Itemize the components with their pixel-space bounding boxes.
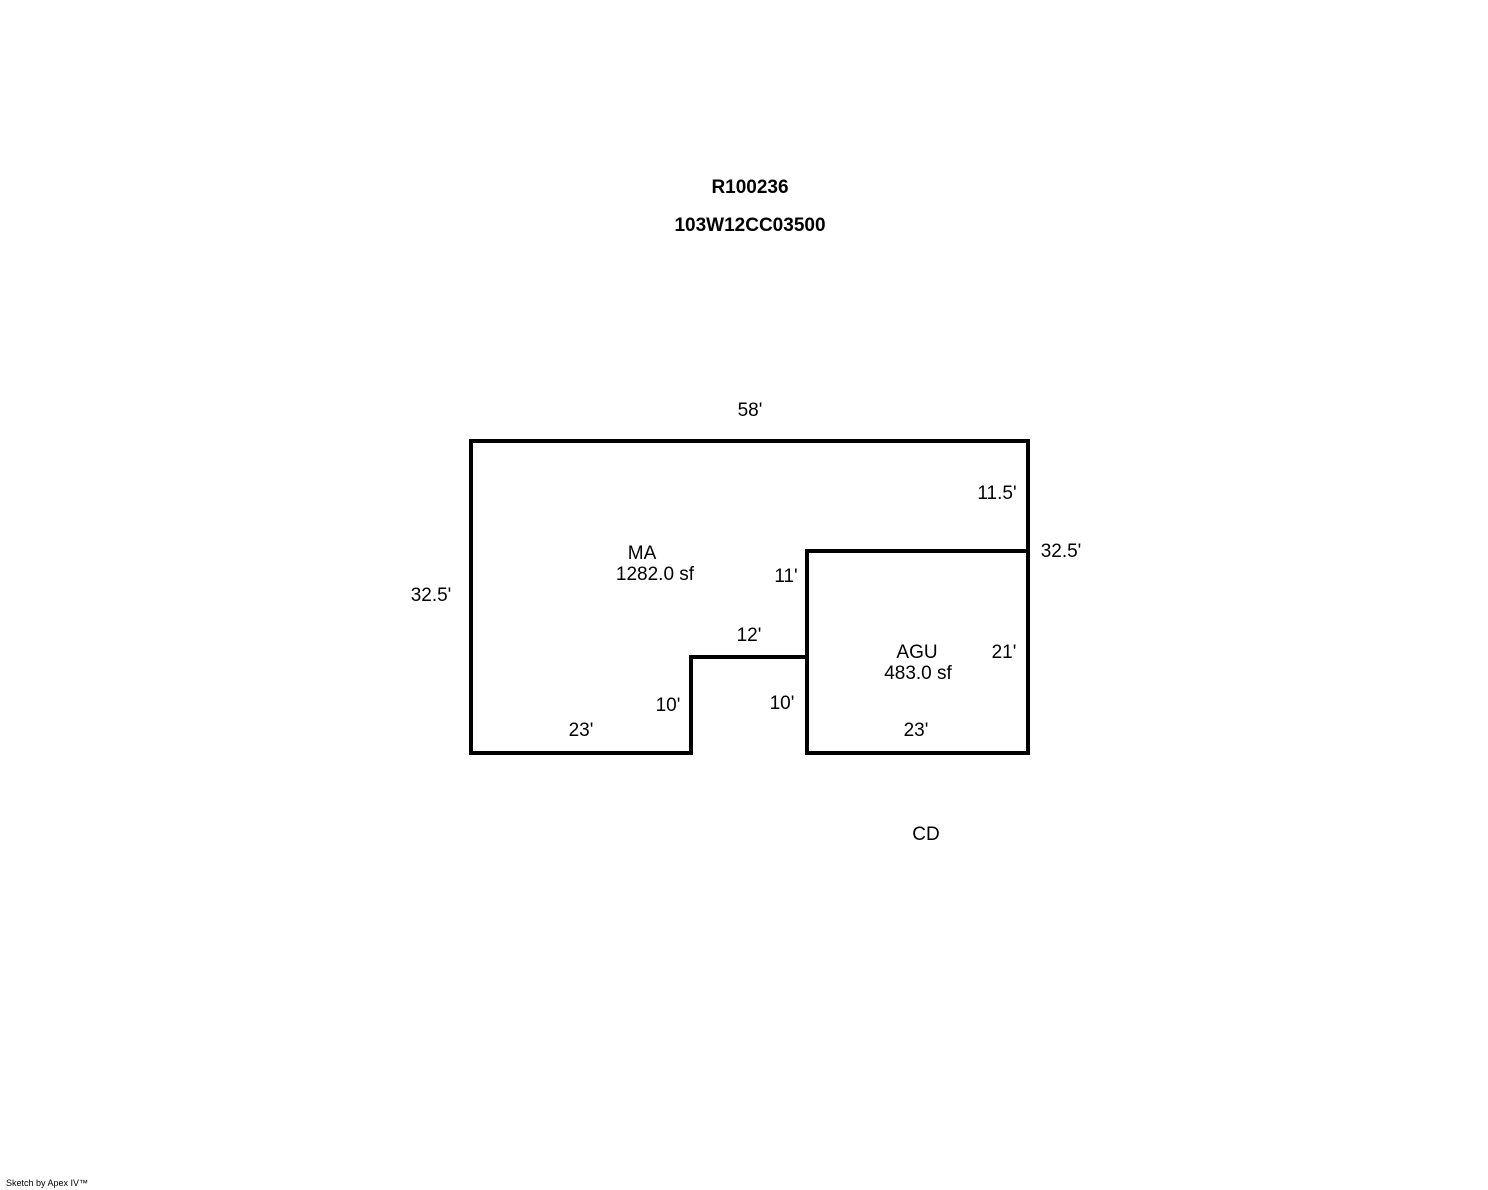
parcel-id: R100236 — [711, 177, 789, 198]
dim-ma-top: 58' — [738, 400, 763, 421]
area-agu-code: AGU — [896, 642, 937, 663]
dim-ma-left: 32.5' — [411, 585, 452, 606]
dim-agu-bottom: 23' — [904, 720, 929, 741]
dim-notch-left: 10' — [656, 695, 681, 716]
dim-agu-right: 21' — [992, 642, 1017, 663]
dim-agu-left-upper: 11' — [774, 566, 797, 587]
agu-outline — [805, 549, 1030, 659]
dim-notch-top: 12' — [737, 625, 762, 646]
label-cd: CD — [912, 824, 939, 845]
dim-ma-bottom: 23' — [569, 720, 594, 741]
map-tax-lot: 103W12CC03500 — [674, 215, 826, 236]
dim-notch-right: 10' — [770, 693, 795, 714]
dim-right-total: 32.5' — [1041, 541, 1082, 562]
dim-right-upper: 11.5' — [977, 483, 1016, 504]
sketch-credit: Sketch by Apex IV™ — [6, 1178, 89, 1188]
area-ma-size: 1282.0 sf — [616, 564, 695, 585]
area-ma-code: MA — [628, 543, 657, 564]
ma-outline — [469, 439, 1030, 755]
area-agu-size: 483.0 sf — [884, 663, 952, 684]
